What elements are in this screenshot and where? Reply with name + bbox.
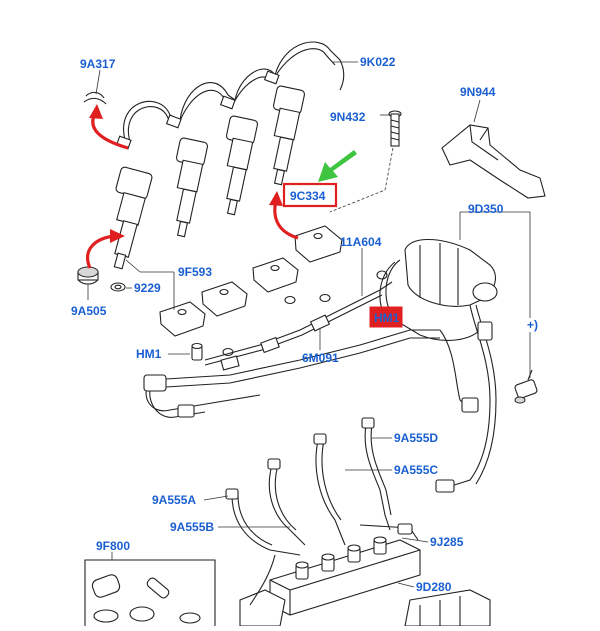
injector-4[interactable] bbox=[273, 85, 305, 186]
injector-3[interactable] bbox=[226, 115, 258, 216]
label-9A555D[interactable]: 9A555D bbox=[394, 431, 438, 445]
pump-housing[interactable] bbox=[404, 589, 491, 627]
label-HM1-highlight[interactable]: HM1 bbox=[374, 311, 400, 325]
label-9J285[interactable]: 9J285 bbox=[430, 535, 464, 549]
label-9F800[interactable]: 9F800 bbox=[96, 539, 130, 553]
injector-pipe-9A555D[interactable] bbox=[361, 417, 392, 531]
label-9N944[interactable]: 9N944 bbox=[460, 85, 496, 99]
arrow-red-top bbox=[89, 104, 129, 150]
sensor-harness-6M091[interactable] bbox=[204, 281, 393, 371]
label-9A555B[interactable]: 9A555B bbox=[170, 520, 214, 534]
dashed-leader bbox=[329, 147, 394, 213]
bolt-9N432[interactable] bbox=[388, 110, 402, 147]
clamp-9C334[interactable] bbox=[294, 225, 343, 263]
clamp-9F593-b[interactable] bbox=[201, 281, 248, 317]
label-9A505[interactable]: 9A505 bbox=[71, 304, 107, 318]
label-11A604[interactable]: 11A604 bbox=[340, 235, 382, 249]
sensor-plus[interactable] bbox=[514, 369, 538, 404]
injector-pipe-9A555B[interactable] bbox=[267, 458, 306, 546]
label-6M091[interactable]: 6M091 bbox=[302, 351, 339, 365]
fuel-rail-9D280[interactable] bbox=[269, 523, 421, 616]
label-9A555A[interactable]: 9A555A bbox=[152, 493, 196, 507]
label-9229[interactable]: 9229 bbox=[134, 281, 161, 295]
leader-lines bbox=[87, 61, 531, 588]
leak-off-pipe-9K022[interactable] bbox=[115, 41, 345, 150]
washer-9A505[interactable] bbox=[77, 266, 99, 285]
arrow-red-clamp bbox=[269, 191, 299, 240]
sleeve-HM1[interactable] bbox=[191, 342, 203, 361]
label-9D280[interactable]: 9D280 bbox=[416, 580, 452, 594]
fuel-filter-9D350[interactable] bbox=[379, 239, 498, 493]
clamp-9F593-a[interactable] bbox=[252, 257, 299, 293]
injector-2[interactable] bbox=[176, 137, 208, 238]
kit-box-9F800[interactable] bbox=[84, 559, 216, 626]
label-9D350[interactable]: 9D350 bbox=[468, 202, 504, 216]
seal-9229[interactable] bbox=[110, 282, 126, 292]
label-9F593[interactable]: 9F593 bbox=[178, 265, 212, 279]
fuel-return-pipe[interactable] bbox=[143, 329, 440, 418]
injector-1[interactable] bbox=[113, 166, 153, 270]
highlight-box-9C334[interactable] bbox=[282, 182, 338, 208]
label-9K022[interactable]: 9K022 bbox=[360, 55, 396, 69]
label-HM1[interactable]: HM1 bbox=[136, 347, 162, 361]
arrow-green bbox=[318, 150, 357, 182]
bottom-left-fittings[interactable] bbox=[239, 554, 286, 627]
arrow-red-left bbox=[86, 229, 125, 269]
clamp-9F593-c[interactable] bbox=[159, 301, 206, 337]
bracket-9N944[interactable] bbox=[441, 124, 546, 199]
injector-pipe-9A555A[interactable] bbox=[225, 488, 301, 556]
label-9A317[interactable]: 9A317 bbox=[80, 57, 116, 71]
label-plus[interactable]: +) bbox=[527, 318, 538, 332]
label-9C334[interactable]: 9C334 bbox=[290, 189, 326, 203]
injector-pipe-9A555C[interactable] bbox=[313, 433, 346, 546]
label-9A555C[interactable]: 9A555C bbox=[394, 463, 438, 477]
highlight-box-HM1[interactable] bbox=[369, 306, 403, 328]
nut-small-1[interactable] bbox=[222, 270, 388, 357]
clip-9A317[interactable] bbox=[83, 91, 107, 105]
label-9N432[interactable]: 9N432 bbox=[330, 110, 366, 124]
